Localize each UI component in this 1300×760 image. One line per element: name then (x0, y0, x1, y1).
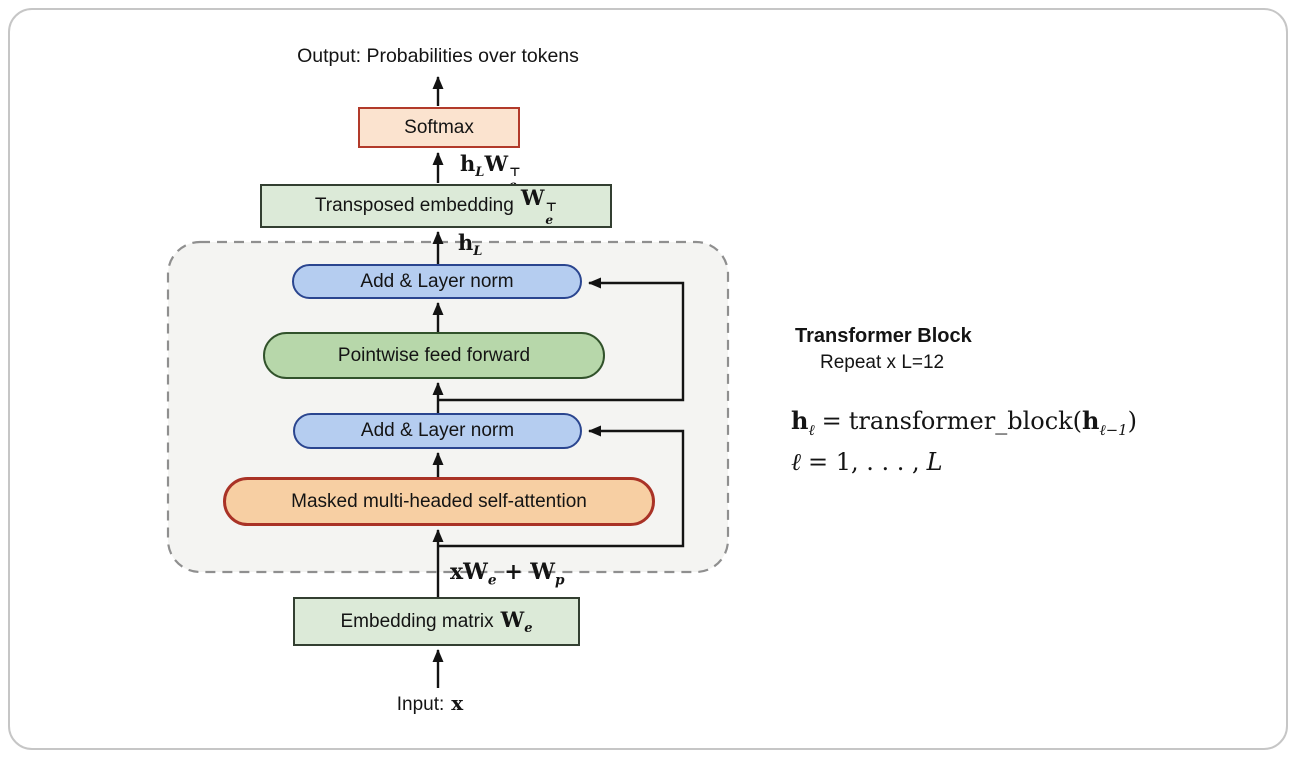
transformer-block-title: Transformer Block (795, 325, 972, 347)
masked-self-attention-pill: Masked multi-headed self-attention (223, 477, 655, 526)
math-close-paren: ) (1127, 407, 1137, 435)
transposed-embedding-box: Transposed embedding W⊤e (260, 184, 612, 228)
math-transpose: ⊤ (545, 199, 558, 214)
embedded-input-expression-label: xWe + Wp (450, 559, 565, 589)
math-sub-ell-minus-1: ℓ−1 (1099, 420, 1128, 439)
embedding-matrix-box: Embedding matrix We (293, 597, 580, 646)
math-We-transpose: W⊤e (521, 185, 557, 226)
output-label: Output: Probabilities over tokens (297, 45, 579, 67)
embedding-matrix-label: Embedding matrix (340, 610, 494, 632)
transformer-block-function: transformer_block( (848, 407, 1083, 435)
math-transpose: ⊤ (509, 165, 521, 180)
math-h: h (460, 151, 476, 176)
math-sub-L: L (475, 165, 485, 181)
hidden-state-times-transposed-embedding-label: hLW⊤e (460, 151, 521, 192)
range-text: = 1, . . . , (808, 448, 920, 476)
math-W: W (463, 559, 488, 585)
add-layer-norm-bottom-label: Add & Layer norm (360, 420, 515, 441)
math-sup-sub: ⊤e (545, 201, 557, 227)
math-h: h (458, 230, 474, 255)
math-We: We (501, 607, 533, 636)
math-ell: ℓ (791, 448, 801, 476)
math-W: W (484, 151, 509, 176)
math-x: x (450, 559, 464, 585)
hidden-state-L-label: hL (458, 230, 482, 260)
residual-connection-top (438, 277, 685, 402)
add-layer-norm-top-label: Add & Layer norm (360, 270, 514, 292)
math-sub-e: e (487, 572, 497, 589)
residual-connection-bottom (438, 425, 685, 548)
add-layer-norm-top-pill: Add & Layer norm (292, 264, 582, 299)
math-sub-e: e (524, 621, 533, 637)
layer-index-range-equation: ℓ= 1, . . . ,L (791, 448, 943, 477)
math-L: L (926, 448, 943, 476)
recurrence-equation: hℓ=transformer_block(hℓ−1) (791, 406, 1137, 440)
softmax-label: Softmax (404, 116, 474, 138)
transposed-embedding-label: Transposed embedding (314, 195, 514, 216)
softmax-box: Softmax (358, 107, 520, 148)
math-W: W (530, 559, 556, 585)
add-layer-norm-bottom-pill: Add & Layer norm (293, 413, 582, 449)
math-h: h (1082, 406, 1100, 435)
pointwise-feed-forward-pill: Pointwise feed forward (263, 332, 605, 379)
input-label: Input: x (397, 691, 463, 716)
input-label-text: Input: (396, 694, 445, 715)
math-equals: = (821, 407, 842, 435)
math-sub-L: L (473, 244, 483, 260)
math-W: W (520, 185, 545, 211)
math-sub-ell: ℓ (808, 420, 815, 439)
math-plus: + (504, 559, 523, 585)
math-sub-e: e (545, 212, 554, 227)
masked-self-attention-label: Masked multi-headed self-attention (291, 490, 587, 512)
math-h: h (791, 406, 809, 435)
math-W: W (500, 606, 525, 632)
math-sub-p: p (555, 572, 565, 589)
repeat-count-label: Repeat x L=12 (820, 352, 945, 373)
math-x: x (451, 691, 464, 715)
pointwise-feed-forward-label: Pointwise feed forward (337, 344, 531, 366)
